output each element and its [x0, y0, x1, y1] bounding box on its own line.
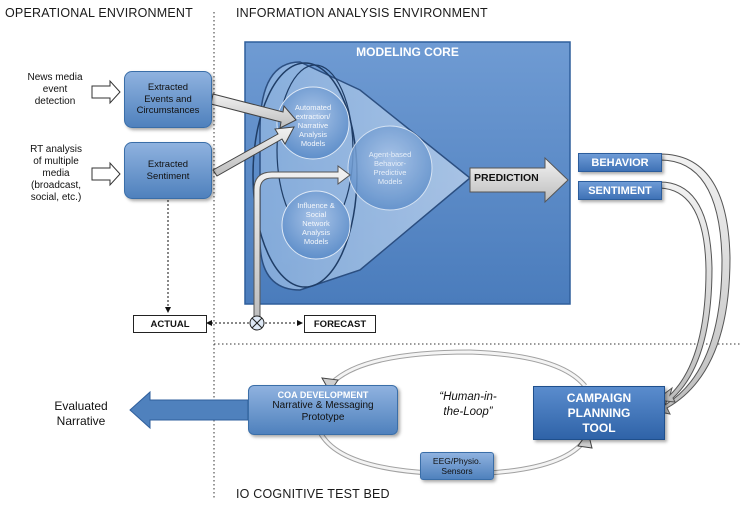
information-header: INFORMATION ANALYSIS ENVIRONMENT	[236, 6, 488, 20]
campaign-to-coa-loop	[328, 349, 587, 388]
automated-models-label: Automated extraction/ Narrative Analysis…	[294, 103, 332, 148]
sentiment-to-core-arrow	[212, 126, 295, 177]
coa-body: Narrative & Messaging Prototype	[272, 400, 374, 423]
campaign-planning-tool: CAMPAIGN PLANNING TOOL	[533, 386, 665, 440]
influence-models-circle	[281, 190, 351, 260]
coa-title: COA DEVELOPMENT	[277, 390, 369, 400]
forecast-loop-arrow	[253, 165, 351, 321]
coa-development-box: COA DEVELOPMENT Narrative & Messaging Pr…	[248, 385, 398, 435]
human-in-loop-label: “Human-in- the-Loop”	[439, 391, 497, 418]
rt-source-label: RT analysis of multiple media (broadcast…	[30, 144, 82, 203]
news-source-label: News media event detection	[27, 72, 83, 107]
agent-models-label: Agent-based Behavior- Predictive Models	[368, 150, 412, 186]
automated-models-circle	[276, 86, 350, 160]
prediction-label: PREDICTION	[474, 172, 539, 184]
eeg-sensors-box: EEG/Physio. Sensors	[420, 452, 494, 480]
extracted-events-box: Extracted Events and Circumstances	[124, 71, 212, 128]
actual-box: ACTUAL	[133, 315, 207, 333]
rt-arrow	[91, 161, 121, 187]
evaluated-narrative-label: Evaluated Narrative	[54, 399, 108, 428]
sentiment-tag: SENTIMENT	[578, 181, 662, 200]
modeling-core-title: MODELING CORE	[356, 45, 459, 59]
forecast-box: FORECAST	[304, 315, 376, 333]
evaluated-narrative-arrow	[129, 390, 249, 430]
sentiment-to-campaign-arrow	[654, 181, 713, 403]
extracted-sentiment-box: Extracted Sentiment	[124, 142, 212, 199]
behavior-tag: BEHAVIOR	[578, 153, 662, 172]
prediction-arrow	[469, 156, 569, 204]
influence-models-label: Influence & Social Network Analysis Mode…	[297, 201, 335, 246]
operational-header: OPERATIONAL ENVIRONMENT	[5, 6, 193, 20]
testbed-header: IO COGNITIVE TEST BED	[236, 487, 390, 501]
events-to-core-arrow	[210, 93, 297, 129]
news-arrow	[91, 79, 121, 105]
agent-models-circle	[347, 125, 433, 211]
